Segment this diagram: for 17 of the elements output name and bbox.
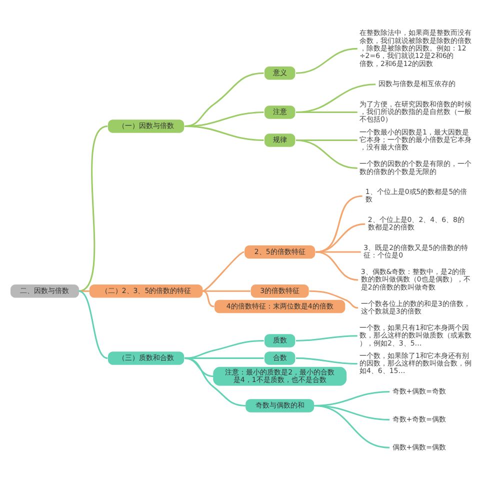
connector [296,47,358,74]
connector [184,356,246,406]
connector [296,334,358,341]
connector [315,222,366,252]
connector [202,250,244,292]
connector [202,290,250,292]
connector [184,124,264,140]
connector [314,404,390,448]
connector [296,138,358,168]
connector [296,111,358,113]
connector [296,83,376,113]
connector [296,356,358,364]
connector [315,250,358,280]
connector [315,250,361,252]
connector [309,290,358,308]
connector [315,194,362,252]
connector [202,290,214,307]
